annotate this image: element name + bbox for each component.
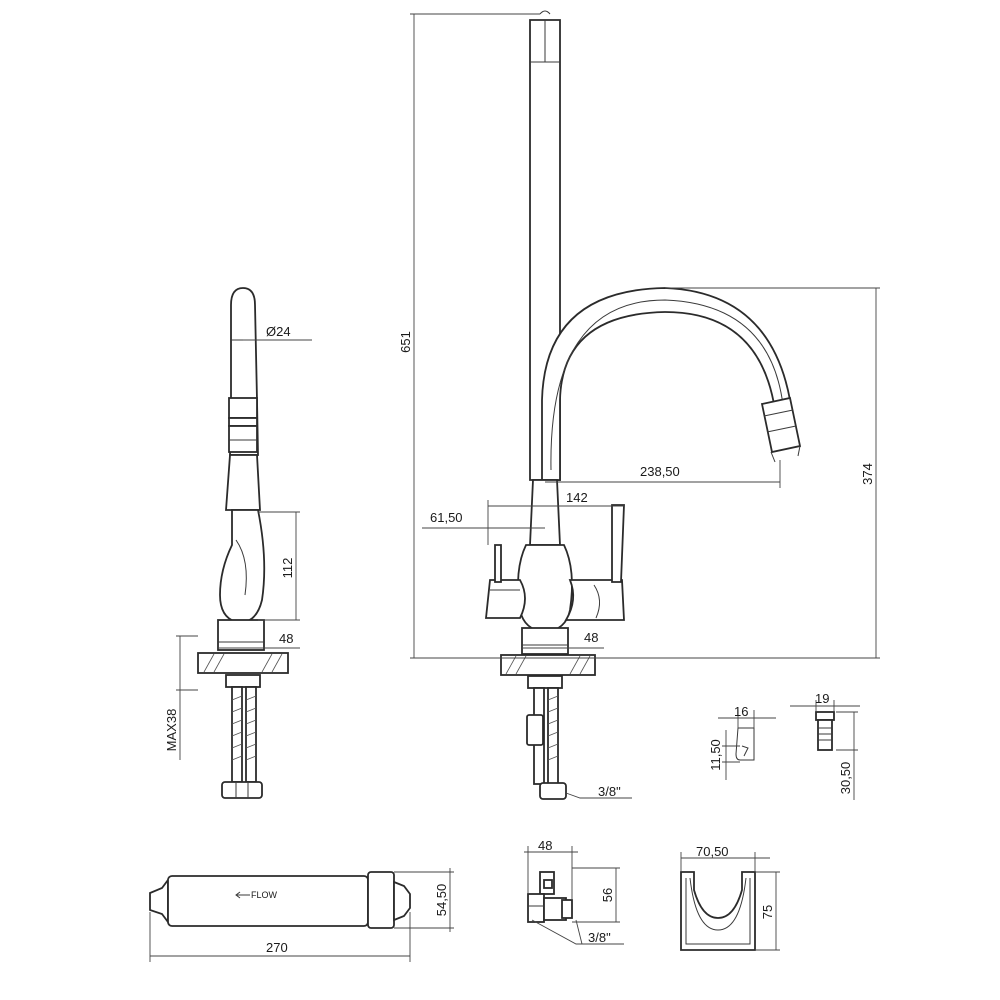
dim-height-374: 374 bbox=[860, 463, 875, 485]
dim-diameter-54-50: 54,50 bbox=[434, 884, 449, 917]
dim-height-11-50: 11,50 bbox=[708, 739, 723, 771]
dim-height-112: 112 bbox=[280, 558, 295, 579]
dim-height-30-50: 30,50 bbox=[838, 762, 853, 795]
dim-width-19: 19 bbox=[815, 691, 829, 706]
dim-width-70-50: 70,50 bbox=[696, 844, 729, 859]
dim-height-56: 56 bbox=[600, 888, 615, 902]
filter-cartridge: FLOW 270 54,50 bbox=[149, 868, 454, 962]
dim-width-48-side: 48 bbox=[279, 631, 293, 646]
dim-thread-valve: 3/8" bbox=[588, 930, 611, 945]
dim-thread-front: 3/8" bbox=[598, 784, 621, 799]
dim-diameter-24: Ø24 bbox=[266, 324, 291, 339]
front-view-faucet: 651 374 238,50 142 61,50 48 3/8" bbox=[398, 10, 880, 800]
flow-label: FLOW bbox=[251, 890, 278, 900]
dim-height-75: 75 bbox=[760, 905, 775, 919]
connector-19-detail: 19 30,50 bbox=[790, 691, 860, 800]
dim-max-38: MAX38 bbox=[164, 709, 179, 752]
dim-width-16: 16 bbox=[734, 704, 748, 719]
dim-width-48-valve: 48 bbox=[538, 838, 552, 853]
dim-offset-61-50: 61,50 bbox=[430, 510, 463, 525]
angle-valve-detail: 48 56 3/8" bbox=[524, 838, 624, 945]
dim-width-48-front: 48 bbox=[584, 630, 598, 645]
dim-width-142: 142 bbox=[566, 490, 588, 505]
clip-16-detail: 16 11,50 bbox=[708, 704, 776, 780]
dim-reach-238-50: 238,50 bbox=[640, 464, 680, 479]
mounting-clip-detail: 70,50 75 bbox=[680, 844, 780, 951]
side-view-faucet: Ø24 112 48 MAX38 bbox=[164, 287, 312, 799]
dim-length-270: 270 bbox=[266, 940, 288, 955]
dim-height-651: 651 bbox=[398, 331, 413, 353]
